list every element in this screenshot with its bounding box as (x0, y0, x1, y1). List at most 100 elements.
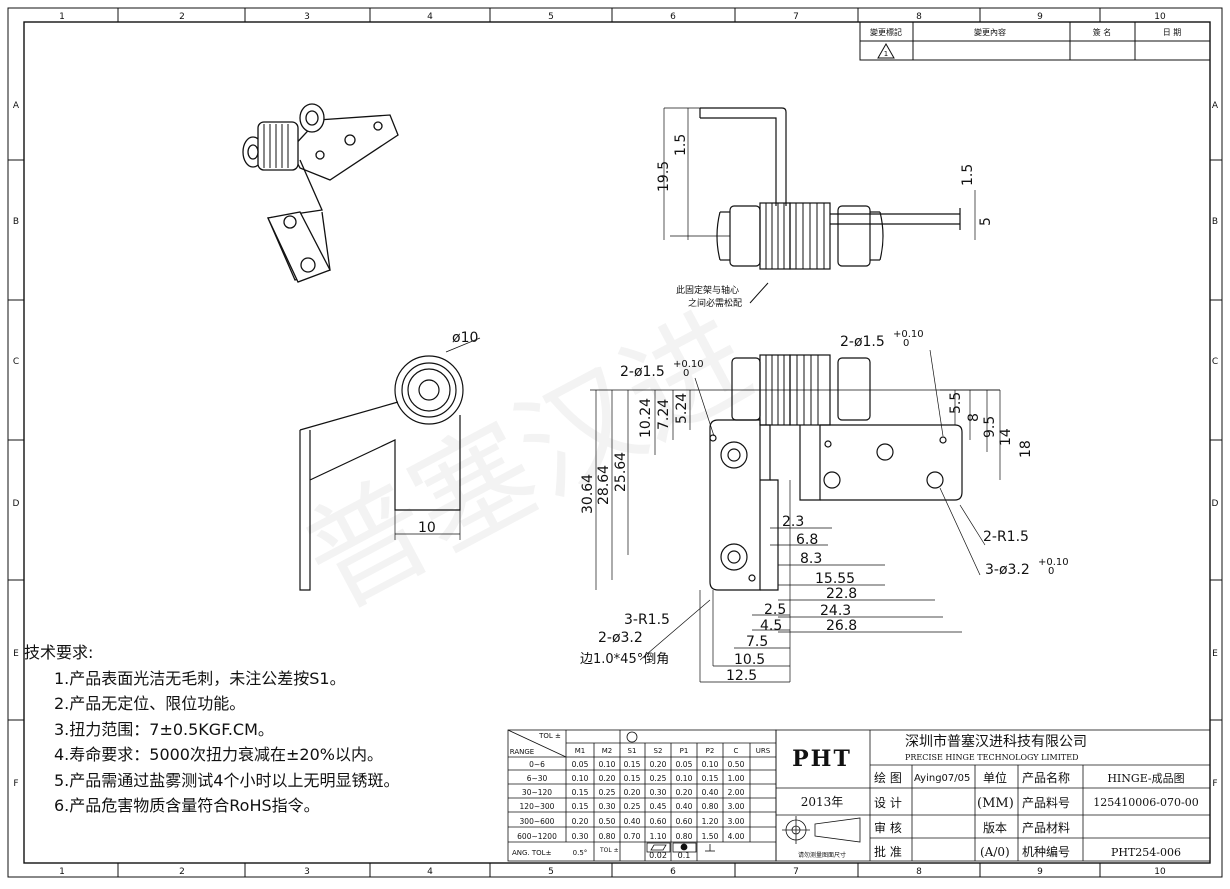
col-label: 2 (179, 867, 185, 877)
tol-cell: 0.40 (624, 817, 641, 826)
callout: 2-R1.5 (983, 529, 1029, 545)
dim-label: 26.8 (826, 618, 857, 634)
column-ticks (8, 8, 1222, 877)
row-label: D (1212, 499, 1219, 509)
dim-label: 14 (998, 428, 1014, 446)
tech-item: 2.产品无定位、限位功能。 (54, 694, 246, 713)
model-value: PHT254-006 (1111, 846, 1181, 859)
tol-header: C (734, 747, 739, 755)
callout-tol: +0.10 (673, 359, 704, 370)
version-value: (A/0) (980, 845, 1010, 859)
top-view (663, 107, 976, 270)
tol-cell: 1.00 (728, 774, 745, 783)
pn-label: 产品料号 (1022, 796, 1070, 810)
row-label: B (1212, 217, 1218, 227)
dim-label: 5.5 (948, 392, 964, 414)
tol-header: P2 (706, 747, 715, 755)
tol-header: P1 (680, 747, 689, 755)
tol-header: URS (756, 747, 771, 755)
revision-mark: 1 (884, 50, 888, 58)
unit-value: (MM) (977, 796, 1014, 811)
tol-cell: 0.30 (650, 788, 667, 797)
dim-label: 8.3 (800, 551, 822, 567)
tol-range: 0~6 (529, 760, 545, 769)
tol-header: S2 (654, 747, 663, 755)
dim-label: ø10 (452, 330, 478, 346)
tech-item: 6.产品危害物质含量符合RoHS指令。 (54, 796, 320, 815)
col-label: 3 (304, 867, 310, 877)
row-label: B (13, 217, 19, 227)
dim-label: 1.5 (673, 134, 689, 156)
tol-cell: 0.10 (599, 760, 616, 769)
row-label: E (13, 649, 19, 659)
name-value: HINGE-成品图 (1107, 772, 1184, 785)
dim-label: 2.3 (782, 514, 804, 530)
tol-cell: 0.80 (599, 832, 616, 841)
tech-item: 5.产品需通过盐雾测试4个小时以上无明显锈斑。 (54, 770, 400, 790)
tol-cell: 1.20 (702, 817, 719, 826)
tol-cell: 0.05 (676, 760, 693, 769)
tol-cell: 0.25 (599, 788, 616, 797)
draw-label: 绘 图 (874, 770, 902, 785)
dim-label: 9.5 (982, 416, 998, 438)
top-note: 此固定架与轴心 之间必需松配 (676, 284, 742, 309)
callout: 2-ø3.2 (598, 630, 643, 646)
dim-label: 30.64 (580, 474, 596, 514)
col-label: 5 (548, 867, 554, 877)
column-labels: 1 2 3 4 5 6 7 8 9 10 1 2 3 4 5 6 7 8 9 1… (59, 12, 1166, 877)
col-label: 8 (916, 867, 922, 877)
iso-view (242, 103, 399, 283)
review-label: 审 核 (874, 820, 902, 835)
row-label: A (1212, 101, 1219, 111)
dim-lines (590, 349, 1001, 683)
callout: 边1.0*45°倒角 (580, 652, 669, 667)
callout: 2-ø1.5 (840, 334, 885, 350)
tol-small-label: TOL ± (599, 847, 619, 854)
angle-label: ANG. TOL± (512, 849, 552, 857)
side-view-dims: ø10 10 (418, 330, 478, 536)
note-leader (749, 282, 769, 304)
col-label: 6 (670, 12, 676, 22)
tol-range: 6~30 (527, 774, 548, 783)
approve-label: 批 准 (874, 844, 902, 859)
tol-cell: 0.10 (702, 760, 719, 769)
tol-cell: 0.10 (676, 774, 693, 783)
tol-cell: 0.70 (624, 832, 641, 841)
dim-label: 28.64 (596, 465, 612, 505)
rev-header: 變更內容 (974, 27, 1006, 37)
tol-cell: 0.60 (650, 817, 667, 826)
tol-footer: ANG. TOL± 0.5° TOL ± 0.02 0.1 (512, 847, 690, 860)
tol-range: 300~600 (520, 817, 555, 826)
flat-value: 0.02 (649, 851, 667, 860)
dim-label: 1.5 (960, 164, 976, 186)
dim-label: 10.5 (734, 652, 765, 668)
tol-cell: 1.10 (650, 832, 667, 841)
tech-item: 3.扭力范围：7±0.5KGF.CM。 (54, 719, 274, 739)
front-view-callouts: 2-ø1.5 +0.10 0 2-ø1.5 +0.10 0 2-R1.5 3-ø… (580, 329, 1069, 667)
company-logo: PHT (792, 746, 852, 772)
tol-cell: 0.60 (676, 817, 693, 826)
tol-cell: 1.50 (702, 832, 719, 841)
flatness-icon (650, 844, 667, 851)
dim-label: 10.24 (638, 398, 654, 438)
tol-range: 600~1200 (517, 832, 557, 841)
tol-cell: 0.15 (702, 774, 719, 783)
unit-label: 单位 (983, 770, 1007, 785)
row-label: F (13, 779, 18, 789)
dim-label: 25.64 (613, 452, 629, 492)
col-label: 1 (59, 867, 65, 877)
col-label: 4 (427, 12, 433, 22)
tol-cell: 2.00 (728, 788, 745, 797)
dim-label: 5 (978, 217, 994, 226)
tol-cell: 3.00 (728, 817, 745, 826)
dim-label: 6.8 (796, 532, 818, 548)
watermark: 普塞汉进 (283, 288, 772, 636)
dim-label: 10 (418, 520, 436, 536)
col-label: 9 (1037, 867, 1043, 877)
tol-corner: TOL ± (538, 732, 561, 740)
tol-cell: 0.80 (676, 832, 693, 841)
outer-border (7, 7, 1223, 878)
inner-border (23, 21, 1211, 864)
